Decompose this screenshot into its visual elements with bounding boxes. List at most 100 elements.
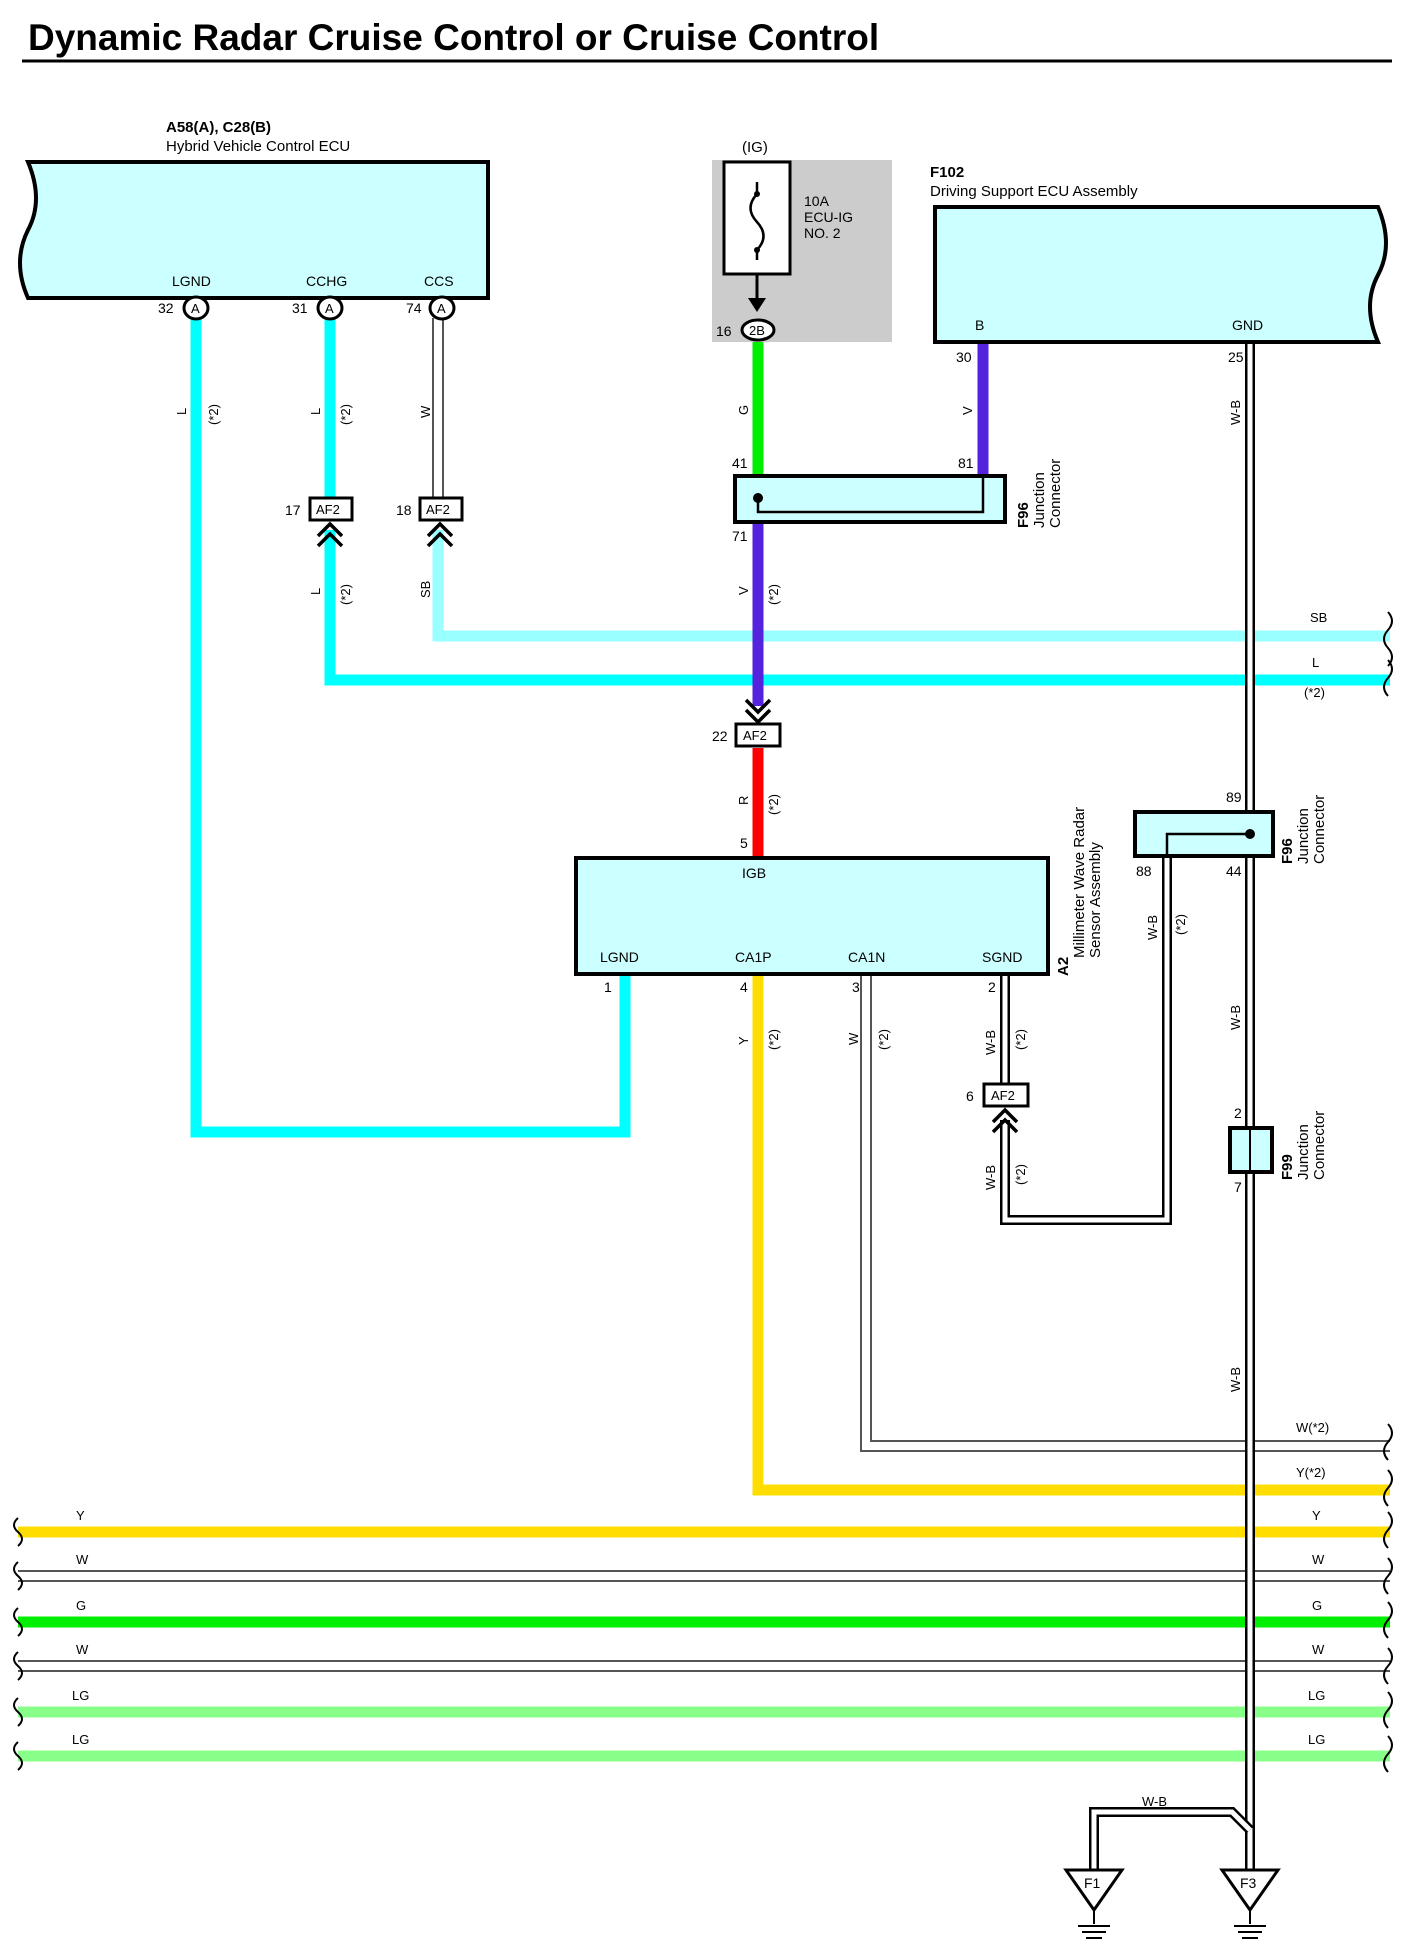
hv-ecu: A58(A), C28(B) Hybrid Vehicle Control EC… xyxy=(18,119,490,321)
hv-ecu-pin-ccs: CCS xyxy=(424,273,454,289)
af2-22-box xyxy=(734,722,782,748)
af2-18-box xyxy=(418,496,464,522)
radar-box xyxy=(574,856,1050,976)
radar-pinnum-4: 4 xyxy=(740,979,748,995)
jc-f99-pin-7: 7 xyxy=(1234,1179,1242,1195)
jc-f99-name-2: Connector xyxy=(1311,1111,1328,1180)
label-gnd-wb-1: W-B xyxy=(1228,400,1243,425)
label-af2-6-note: (*2) xyxy=(1013,1164,1028,1185)
jc-f96-upper-internal xyxy=(756,478,985,514)
af2-18-label: AF2 xyxy=(426,502,450,517)
jc-f96-right-internal xyxy=(1165,832,1250,855)
label-left-g: G xyxy=(76,1598,86,1613)
radar-pin-ca1p: CA1P xyxy=(735,949,772,965)
dsecu-pin-gnd: GND xyxy=(1232,317,1263,333)
label-fuse-g: G xyxy=(736,405,751,415)
hv-ecu-conn-cchg xyxy=(316,295,344,321)
jc-f96-upper-pin-71: 71 xyxy=(732,528,748,544)
dsecu-pinnum-25: 25 xyxy=(1228,349,1244,365)
dsecu-name: Driving Support ECU Assembly xyxy=(930,183,1138,200)
ground-f3-symbol xyxy=(1219,1868,1281,1913)
page-title: Dynamic Radar Cruise Control or Cruise C… xyxy=(28,17,879,58)
hv-ecu-name: Hybrid Vehicle Control ECU xyxy=(166,138,350,155)
wire-f1-wb xyxy=(1091,1809,1252,1872)
label-right-l: L xyxy=(1312,655,1319,670)
hv-ecu-box xyxy=(18,160,490,300)
jc-f96-right-pin-89: 89 xyxy=(1226,789,1242,805)
label-ca1p-y: Y xyxy=(736,1036,751,1045)
jc-f96-upper-box xyxy=(733,474,1007,524)
radar-pinnum-3: 3 xyxy=(852,979,860,995)
af2-17-pin: 17 xyxy=(285,502,301,518)
label-igb-note: (*2) xyxy=(766,794,781,815)
af2-6-label: AF2 xyxy=(991,1088,1015,1103)
label-right-l-note: (*2) xyxy=(1304,685,1325,700)
hv-ecu-id: A58(A), C28(B) xyxy=(166,119,271,136)
wire-lgnd-l xyxy=(190,318,631,1138)
label-sgnd-wb: W-B xyxy=(983,1030,998,1055)
radar-pin-igb: IGB xyxy=(742,865,766,881)
jc-f99-name-1: Junction xyxy=(1295,1124,1312,1180)
dsecu-box xyxy=(933,205,1388,344)
label-right-w-note: W(*2) xyxy=(1296,1420,1329,1435)
label-lgnd-l: L xyxy=(174,408,189,415)
fuse-pin-num: 16 xyxy=(716,323,732,339)
label-f96-88-note: (*2) xyxy=(1173,914,1188,935)
fuse-group: (IG) xyxy=(742,139,768,156)
wire-labels: L (*2) L (*2) W L (*2) SB G V V (*2) R (… xyxy=(72,400,1329,1809)
wire-ccs-sb xyxy=(432,530,1390,642)
hv-ecu-pin-lgnd: LGND xyxy=(172,273,211,289)
label-sgnd-note: (*2) xyxy=(1013,1029,1028,1050)
wires xyxy=(18,318,1390,1872)
fuse-dot-bottom xyxy=(754,247,760,253)
fuse-name-1: ECU-IG xyxy=(804,209,853,225)
hv-ecu-pin-cchg: CCHG xyxy=(306,273,347,289)
dsecu-pinnum-30: 30 xyxy=(956,349,972,365)
radar-pin-ca1n: CA1N xyxy=(848,949,885,965)
jc-f96-upper-id: F96 xyxy=(1015,502,1032,528)
label-right-sb: SB xyxy=(1310,610,1327,625)
wire-ca1n-w-outline xyxy=(860,975,1390,1452)
af2-18-pin: 18 xyxy=(396,502,412,518)
af2-connectors: AF2 17 AF2 18 AF2 22 AF2 6 xyxy=(285,496,1030,1134)
fuse-ecu-ig-no2: (IG) 10A ECU-IG NO. 2 2B 16 xyxy=(712,139,892,342)
af2-22-label: AF2 xyxy=(743,728,767,743)
label-ca1n-note: (*2) xyxy=(876,1029,891,1050)
radar-name-1: Millimeter Wave Radar xyxy=(1071,807,1088,958)
label-left-w2: W xyxy=(76,1642,89,1657)
label-right-y-note: Y(*2) xyxy=(1296,1465,1326,1480)
af2-17-box xyxy=(308,496,354,522)
label-cchg-l: L xyxy=(308,408,323,415)
label-jc71-note: (*2) xyxy=(766,584,781,605)
label-gnd-wb-2: W-B xyxy=(1228,1005,1243,1030)
af2-22-chevron-icon xyxy=(744,698,772,725)
hv-ecu-conn-ccs xyxy=(428,295,456,321)
dsecu-pin-b: B xyxy=(975,317,984,333)
af2-17-chevron-icon xyxy=(316,521,344,548)
radar-sensor: 5 IGB LGND CA1P CA1N SGND 1 4 3 2 A2 Mil… xyxy=(574,807,1104,995)
label-left-y: Y xyxy=(76,1508,85,1523)
label-ca1n-w: W xyxy=(846,1032,861,1045)
hv-ecu-conn-label-2: A xyxy=(325,301,334,316)
label-right-w2: W xyxy=(1312,1642,1325,1657)
fuse-conn-label: 2B xyxy=(749,323,765,338)
jc-f99-pin-2: 2 xyxy=(1234,1105,1242,1121)
hv-ecu-pinnum-74: 74 xyxy=(406,300,422,316)
radar-pin-lgnd: LGND xyxy=(600,949,639,965)
label-lgnd-note: (*2) xyxy=(206,404,221,425)
label-cchg-lower-l: L xyxy=(308,588,323,595)
junction-f96-right: 89 88 44 F96 Junction Connector xyxy=(1133,789,1328,879)
af2-18-chevron-icon xyxy=(426,521,454,548)
label-cchg-note: (*2) xyxy=(338,404,353,425)
ground-f3-label: F3 xyxy=(1240,1875,1257,1891)
label-f1-wb: W-B xyxy=(1142,1794,1167,1809)
wire-f1-wb-outline xyxy=(1089,1807,1254,1872)
radar-pinnum-1: 1 xyxy=(604,979,612,995)
label-right-w1: W xyxy=(1312,1552,1325,1567)
label-right-lg2: LG xyxy=(1308,1732,1325,1747)
hv-ecu-conn-label-3: A xyxy=(437,301,446,316)
label-igb-r: R xyxy=(736,796,751,805)
jc-f96-right-pin-88: 88 xyxy=(1136,863,1152,879)
